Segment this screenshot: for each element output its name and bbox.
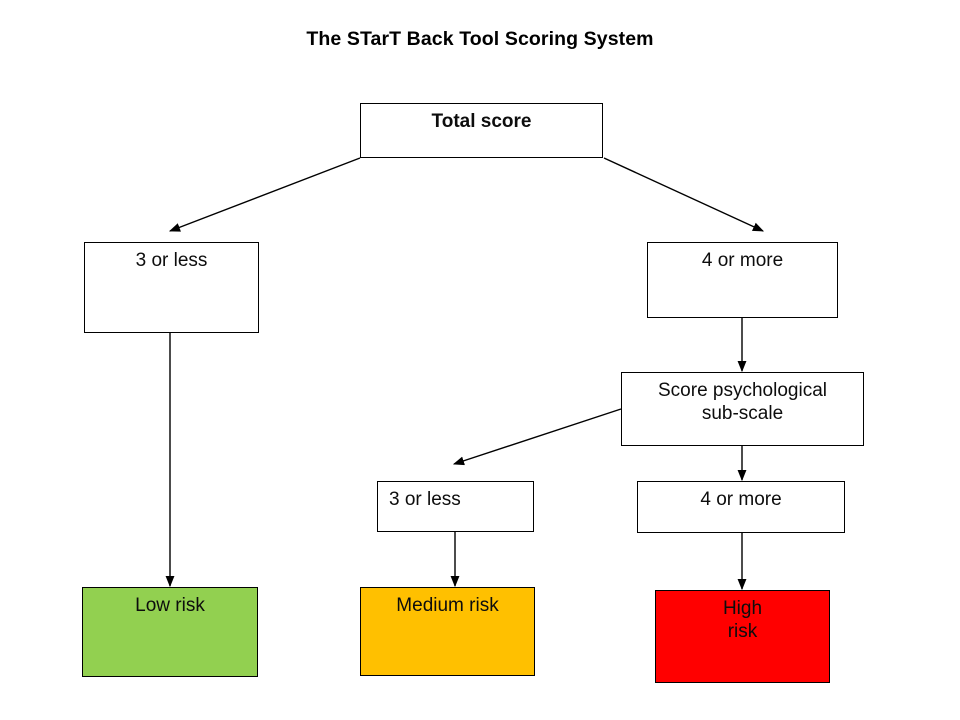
node-medium-risk[interactable]: Medium risk bbox=[360, 587, 535, 676]
node-label-total-4-or-more: 4 or more bbox=[701, 250, 784, 271]
page-title: The STarT Back Tool Scoring System bbox=[306, 28, 654, 50]
node-subscale-4-or-more[interactable]: 4 or more bbox=[637, 481, 845, 533]
edge-total-to-low-branch bbox=[168, 157, 361, 232]
node-label-medium-risk: Medium risk bbox=[396, 595, 499, 616]
node-total-4-or-more[interactable]: 4 or more bbox=[647, 242, 838, 318]
node-high-risk[interactable]: High risk bbox=[655, 590, 830, 683]
node-label-score-psychological-subscale: Score psychological sub-scale bbox=[658, 380, 827, 425]
node-label-total-score: Total score bbox=[431, 111, 532, 132]
node-total-score[interactable]: Total score bbox=[360, 103, 603, 158]
node-total-3-or-less[interactable]: 3 or less bbox=[84, 242, 259, 333]
node-label-high-risk: High risk bbox=[722, 598, 763, 643]
edge-total-to-high-branch bbox=[603, 157, 765, 232]
node-label-subscale-3-or-less: 3 or less bbox=[389, 489, 461, 510]
node-score-psychological-subscale[interactable]: Score psychological sub-scale bbox=[621, 372, 864, 446]
edge-subscale-to-3-or-less bbox=[452, 408, 622, 466]
node-label-subscale-4-or-more: 4 or more bbox=[700, 489, 782, 510]
node-subscale-3-or-less[interactable]: 3 or less bbox=[377, 481, 534, 532]
node-label-total-3-or-less: 3 or less bbox=[135, 250, 208, 271]
node-low-risk[interactable]: Low risk bbox=[82, 587, 258, 677]
node-label-low-risk: Low risk bbox=[135, 595, 205, 616]
